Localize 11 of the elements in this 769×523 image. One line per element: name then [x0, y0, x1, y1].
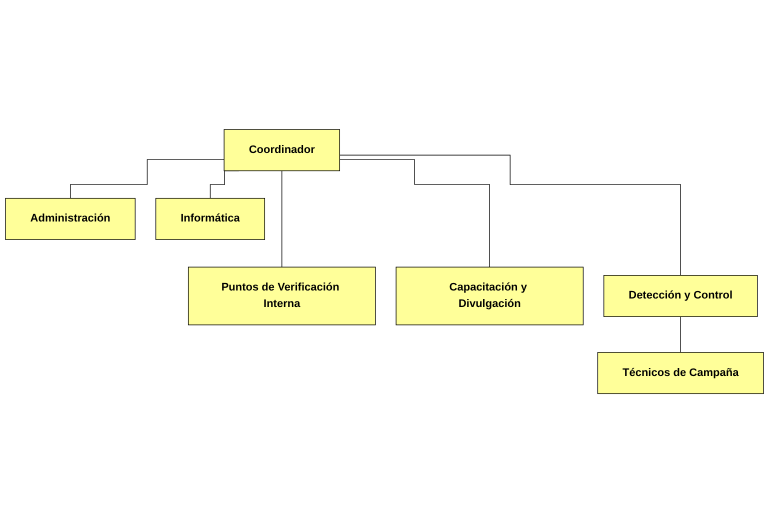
node-box: Capacitación y Divulgación [396, 266, 584, 326]
node-box: Administración [5, 198, 136, 240]
connector [339, 159, 490, 268]
connector [70, 159, 224, 199]
node-box: Detección y Control [604, 274, 758, 317]
node-box: Coordinador [224, 129, 340, 172]
connector [680, 316, 681, 353]
node-box: Informática [155, 198, 266, 240]
connector [339, 154, 681, 276]
node-box: Puntos de Verificación Interna [188, 266, 376, 326]
node-box: Técnicos de Campaña [597, 352, 764, 394]
